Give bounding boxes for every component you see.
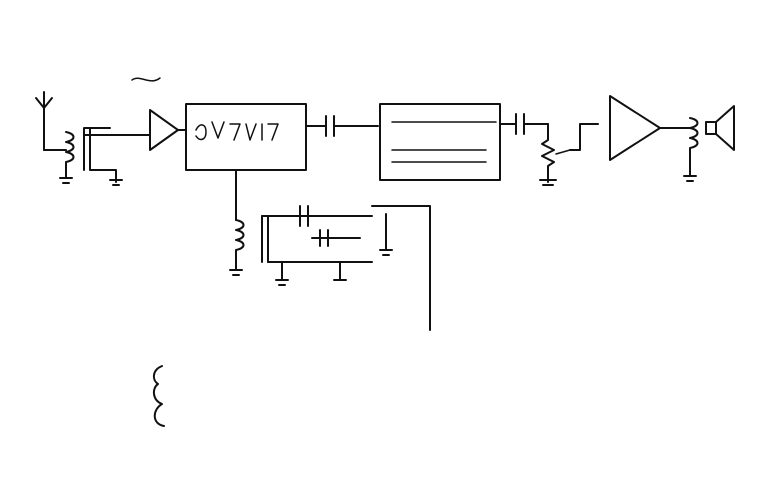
brace: [152, 365, 165, 427]
output-coil: [659, 117, 699, 182]
input-tuned-circuit: [43, 127, 151, 186]
ic-block: [177, 103, 307, 171]
volume-potentiometer: [539, 123, 599, 186]
coupling-capacitor-2: [499, 113, 549, 135]
lpf-block: [379, 103, 501, 181]
audio-amp-triangle: [609, 95, 661, 161]
antenna-icon: [35, 91, 53, 151]
bfo-section: [229, 169, 431, 331]
coupling-capacitor-1: [305, 115, 379, 137]
rf-amp-triangle: [131, 77, 179, 151]
speaker-icon: [705, 105, 735, 151]
